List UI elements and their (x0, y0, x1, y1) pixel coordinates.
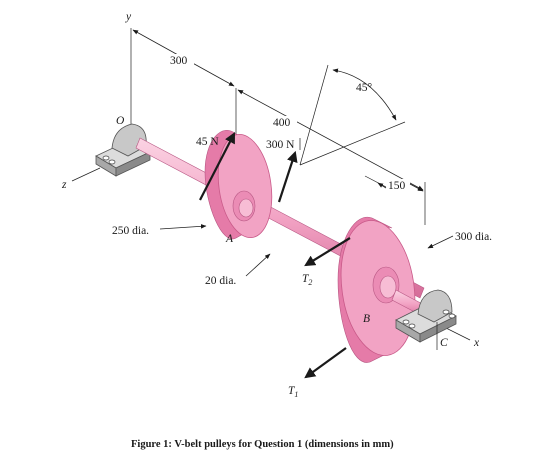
point-b-label: B (363, 313, 370, 325)
dim-150-label: 150 (388, 180, 406, 192)
force-t2-label: T2 (302, 273, 312, 287)
callout-250-dia: 250 dia. (112, 224, 207, 237)
force-300n: 300 N (266, 139, 298, 203)
force-45n: 45 N (196, 132, 236, 201)
y-axis-label: y (125, 11, 132, 23)
point-c-label: C (440, 337, 448, 349)
point-a-label: A (225, 233, 234, 245)
bearing-c: C (395, 289, 457, 350)
dia-20-label: 20 dia. (205, 275, 236, 287)
dimension-150: 150 (364, 175, 426, 225)
y-axis: y (125, 11, 132, 128)
dimension-400: 400 (237, 89, 424, 191)
force-45n-label: 45 N (196, 136, 219, 148)
angle-45: 45° (299, 64, 406, 166)
force-t1-label: T1 (288, 385, 298, 399)
z-axis: z (61, 167, 101, 191)
force-t2: T2 (302, 237, 351, 287)
force-300n-label: 300 N (266, 139, 295, 151)
dia-300-label: 300 dia. (455, 231, 492, 243)
pulley-a: A (204, 129, 273, 245)
x-axis-label: x (473, 337, 480, 349)
z-axis-label: z (61, 179, 67, 191)
dim-300-label: 300 (170, 55, 188, 67)
force-t1: T1 (288, 347, 347, 399)
dia-250-label: 250 dia. (112, 225, 149, 237)
dimension-300: 300 (132, 29, 237, 140)
callout-300-dia: 300 dia. (427, 231, 492, 249)
angle-45-label: 45° (356, 82, 373, 94)
point-o-label: O (116, 115, 125, 127)
figure-caption: Figure 1: V-belt pulleys for Question 1 … (131, 439, 394, 450)
pulley-b: B (337, 216, 416, 363)
callout-20-dia: 20 dia. (205, 253, 271, 287)
dim-400-label: 400 (273, 117, 291, 129)
